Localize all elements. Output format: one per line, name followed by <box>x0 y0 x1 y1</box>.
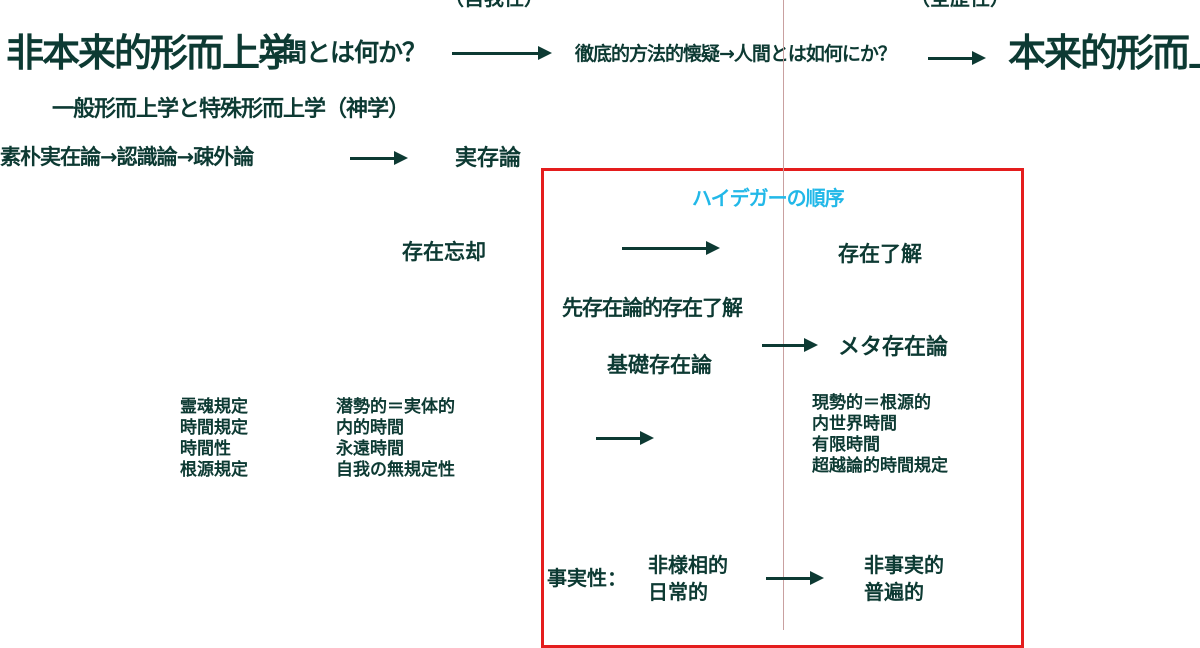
heidegger-order-title: ハイデガーの順序 <box>692 186 845 210</box>
facticity-label: 事実性： <box>547 566 627 590</box>
nonauthentic-metaphysics-label: 非本来的形而上学 <box>6 31 296 75</box>
arrow-to-universal <box>766 571 824 585</box>
arrow-to-actual <box>596 431 654 445</box>
what-is-human-label: 人間とは何か？ <box>258 38 427 67</box>
pre-ontological-understanding-label: 先存在論的存在了解 <box>562 296 743 320</box>
general-special-metaphysics-label: 一般形而上学と特殊形而上学（神学） <box>52 97 410 122</box>
arrow-to-existentialism <box>350 151 408 165</box>
determination-list-col3: 現勢的＝根源的 内世界時間 有限時間 超越論的時間規定 <box>812 393 948 476</box>
understanding-of-being-label: 存在了解 <box>838 242 922 266</box>
arrow-to-doubt <box>452 46 552 60</box>
clipped-top-right-text: （全歴性） <box>910 0 1010 8</box>
arrow-to-understanding <box>622 241 720 255</box>
arrow-to-authentic <box>928 51 986 65</box>
determination-list-col1: 霊魂規定 時間規定 時間性 根源規定 <box>180 397 248 480</box>
forgetting-of-being-label: 存在忘却 <box>402 240 486 264</box>
fundamental-ontology-label: 基礎存在論 <box>607 353 712 377</box>
center-divider-line <box>783 0 784 630</box>
realism-chain-label: 素朴実在論→認識論→疎外論 <box>0 145 254 169</box>
authentic-metaphysics-label: 本来的形而上学 <box>1008 31 1200 75</box>
clipped-top-left-text: （自我性） <box>444 0 544 8</box>
radical-doubt-label: 徹底的方法的懐疑→人間とは如何にか？ <box>575 43 897 65</box>
facticity-right-text: 非事実的 普遍的 <box>864 553 944 604</box>
meta-ontology-label: メタ存在論 <box>838 335 949 360</box>
facticity-left-text: 非様相的 日常的 <box>648 553 728 604</box>
determination-list-col2: 潜勢的＝実体的 内的時間 永遠時間 自我の無規定性 <box>336 397 455 480</box>
existentialism-label: 実存論 <box>455 146 522 171</box>
arrow-to-meta-ontology <box>762 338 818 352</box>
